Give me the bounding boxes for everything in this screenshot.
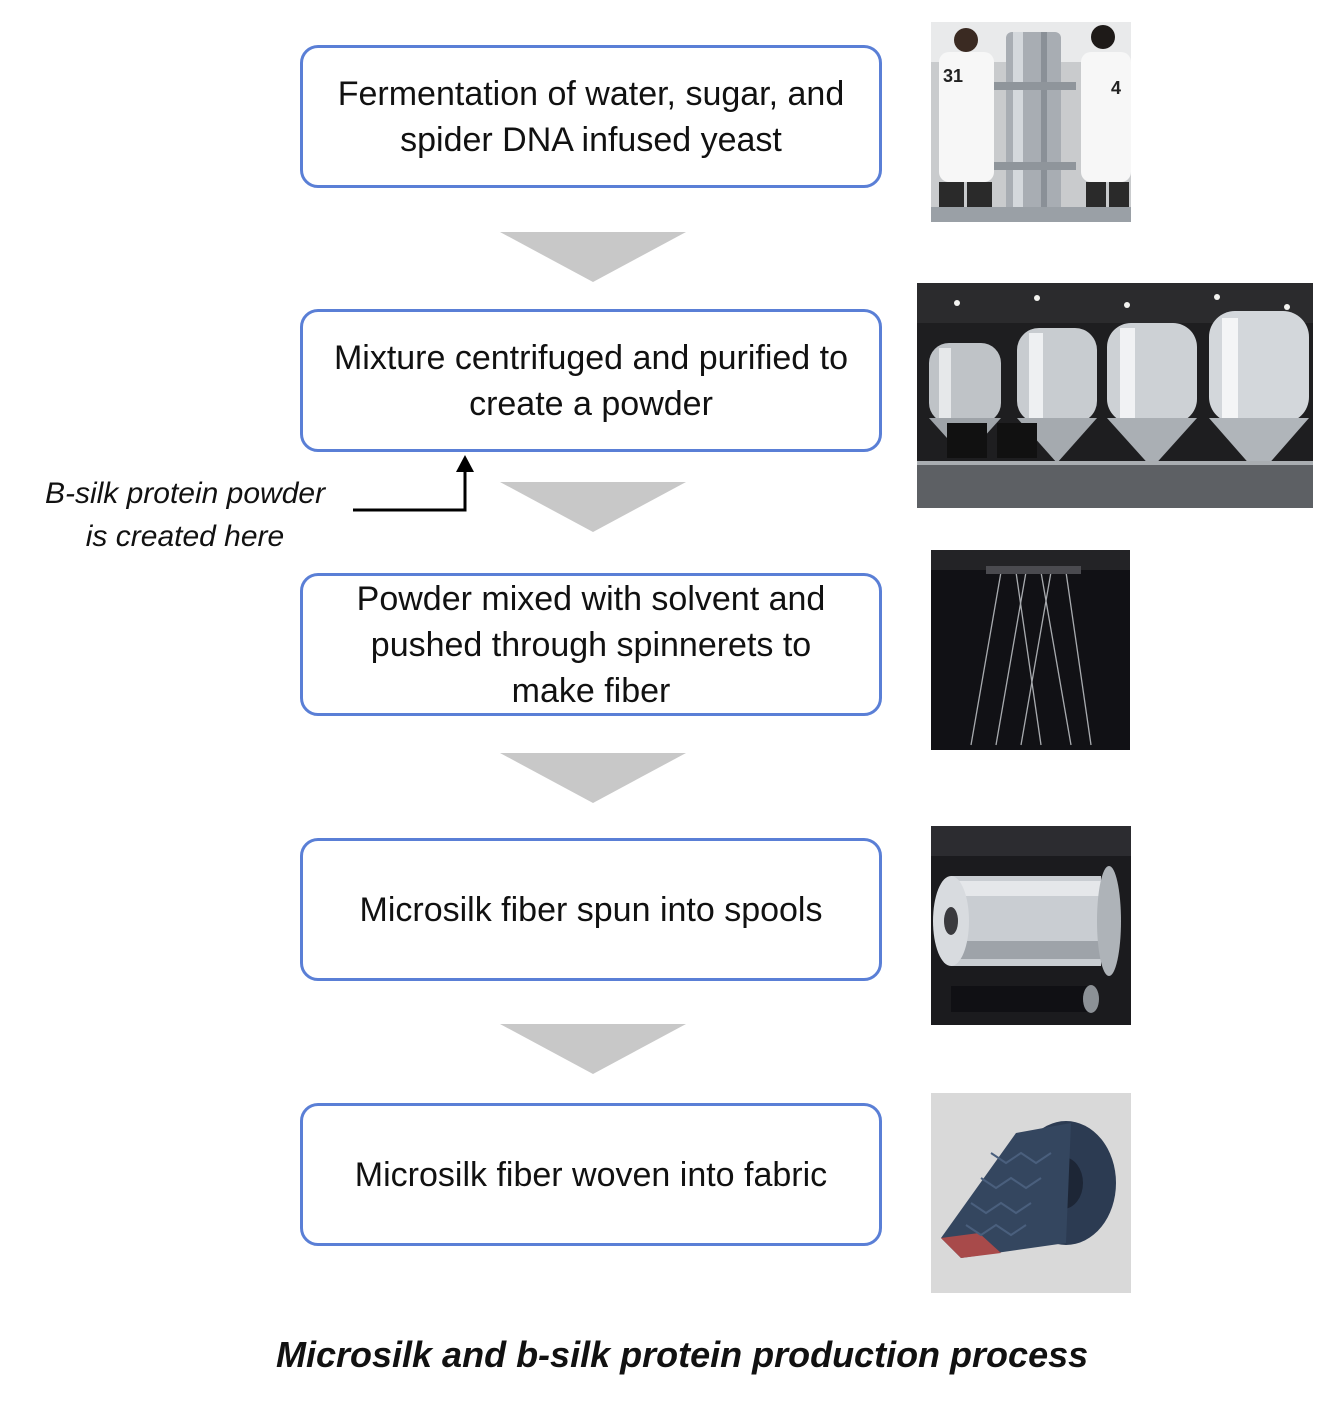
step-3-box: Powder mixed with solvent and pushed thr… — [300, 573, 882, 716]
svg-text:4: 4 — [1111, 78, 1121, 98]
spool-photo — [931, 826, 1131, 1025]
step-3-text: Powder mixed with solvent and pushed thr… — [356, 579, 826, 710]
step-4-text: Microsilk fiber spun into spools — [359, 890, 823, 929]
step-2-text: Mixture centrifuged and purified to crea… — [333, 338, 849, 423]
diagram-caption: Microsilk and b-silk protein production … — [276, 1334, 1089, 1375]
annotation-pointer-icon — [353, 455, 474, 512]
fermentation-tank-photo: 31 4 — [931, 22, 1131, 222]
step-1-text: Fermentation of water, sugar, and spider… — [337, 74, 845, 159]
flow-arrow-2 — [500, 482, 686, 532]
svg-text:31: 31 — [943, 66, 963, 86]
flow-arrow-1 — [500, 232, 686, 282]
step-1-box: Fermentation of water, sugar, and spider… — [300, 45, 882, 188]
spinneret-fibers-photo — [931, 550, 1130, 750]
knit-fabric-roll-photo — [931, 1093, 1131, 1293]
annotation-label: B-silk protein powder is created here — [44, 477, 326, 553]
step-5-text: Microsilk fiber woven into fabric — [354, 1155, 828, 1194]
flow-arrow-4 — [500, 1024, 686, 1074]
flow-arrow-3 — [500, 753, 686, 803]
step-5-box: Microsilk fiber woven into fabric — [300, 1103, 882, 1246]
brewing-tanks-photo — [917, 283, 1313, 508]
step-2-box: Mixture centrifuged and purified to crea… — [300, 309, 882, 452]
step-4-box: Microsilk fiber spun into spools — [300, 838, 882, 981]
